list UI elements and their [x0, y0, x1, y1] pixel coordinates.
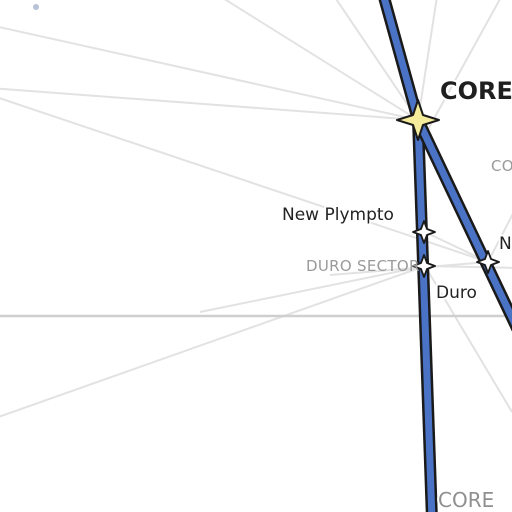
planet-label-new-plympto[interactable]: New Plympto	[280, 203, 396, 227]
hyperlane	[224, 0, 419, 121]
hyperlane	[487, 213, 512, 263]
hyperlane	[0, 265, 426, 418]
core-hub-label[interactable]: CORE	[438, 75, 512, 107]
sector-label-duro: DURO SECTOR	[306, 257, 420, 275]
planet-label-duro[interactable]: Duro	[434, 281, 479, 305]
hyperlane-group	[0, 0, 512, 418]
planet-star-icon[interactable]	[412, 254, 436, 278]
route-diagonal[interactable]	[414, 118, 512, 345]
hyperlane	[199, 265, 426, 313]
hyperlane	[329, 261, 489, 276]
planet-star-icon[interactable]	[412, 220, 436, 244]
hyperlane	[0, 87, 419, 121]
stray-dot	[33, 4, 39, 10]
hyperlane	[424, 265, 512, 413]
sector-label-core-right: CO	[491, 157, 512, 175]
hyperlane	[335, 0, 419, 121]
hyperlane	[417, 0, 438, 121]
planet-label-partial[interactable]: N	[497, 232, 512, 256]
hyperlane	[424, 265, 512, 269]
hyperlane	[424, 0, 501, 136]
planet-star-icon[interactable]	[476, 250, 500, 274]
hub-star-icon[interactable]	[396, 99, 440, 141]
sector-label-core-bottom: CORE	[438, 488, 494, 512]
hyperlane	[0, 26, 419, 121]
hyperlane	[0, 97, 489, 263]
